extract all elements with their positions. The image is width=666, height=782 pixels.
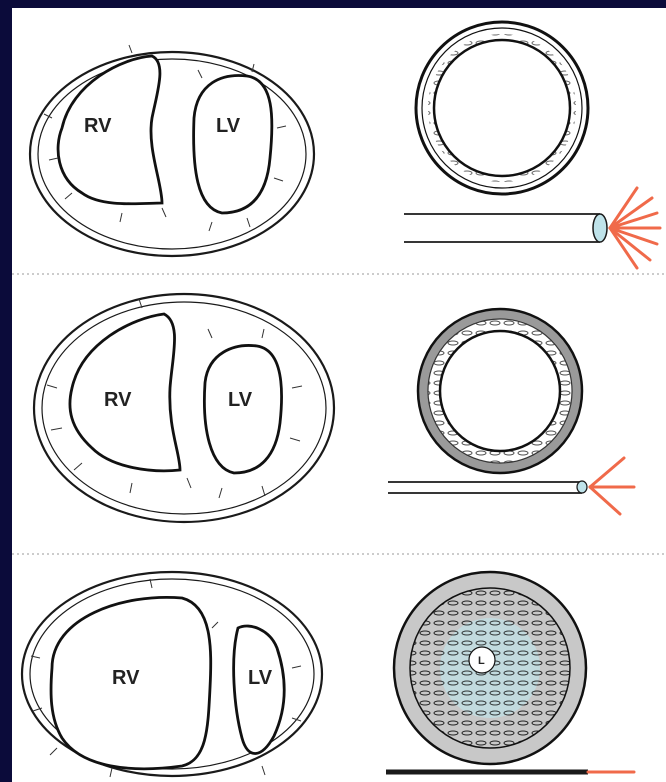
row-1-flow-spray [610,188,660,268]
row-2-flow-tube [388,481,587,493]
row-2-heart-section: RV LV [34,294,334,522]
row-1-lv-label: LV [216,115,241,137]
row-2-lv-label: LV [228,389,253,411]
row-1-lv-cavity [194,75,272,213]
row-3-heart-section: RV LV [22,572,322,777]
row-3-lv-cavity [234,626,285,754]
row-2-flow-spray [590,458,634,514]
row-2-artery-cross-section [418,309,582,473]
row-3-lumen-label: L [478,655,485,667]
figure-panel: RV LV [12,8,666,782]
row-3-artery-cross-section: L [394,572,586,764]
row-1-rv-label: RV [84,115,112,137]
row-3-rv-label: RV [112,667,140,689]
row-2-rv-label: RV [104,389,132,411]
row-3-lv-label: LV [248,667,273,689]
row-1-flow-tube [404,214,607,242]
row-1-heart-section: RV LV [30,45,314,256]
row-1-artery-cross-section [416,22,588,194]
diagram-canvas: RV LV [12,8,666,782]
